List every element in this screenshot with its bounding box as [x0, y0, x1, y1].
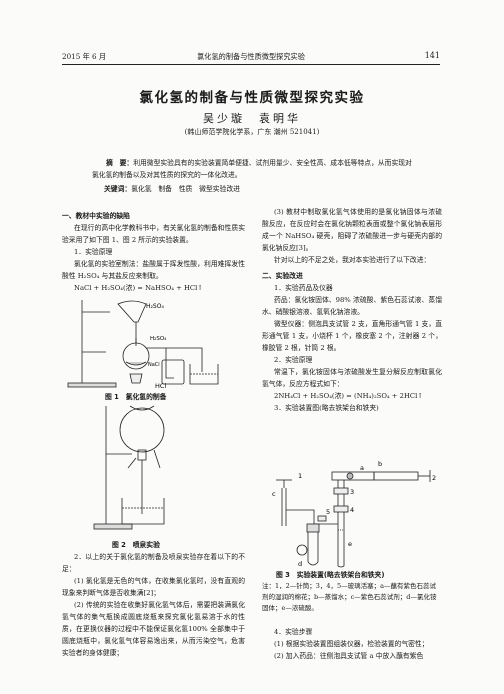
- figure-3-label-3: 3: [350, 488, 354, 496]
- header-date: 2015 年 6 月: [62, 52, 107, 61]
- deficiency-1: (1) 氯化氢是无色的气体，在收集氯化氢时，没有直观的现象来判断气体是否收集满[…: [62, 577, 245, 597]
- author-affiliation: (韩山师范学院化学系，广东 潮州 521041): [184, 128, 320, 136]
- left-column-top: 一、教材中实验的缺陷 在现行的高中化学教科书中，有关氯化氢的制备和性质实验采用了…: [62, 206, 245, 294]
- figure-1-caption: 图 1 氯化氢的制备: [105, 393, 167, 401]
- deficiency-2: (2) 传统的实验在收集好氯化氢气体后，需要把装满氯化氢气体的集气瓶换成圆底烧瓶…: [62, 601, 245, 657]
- left-column-bottom: 2．以上的关于氯化氢的制备及喷泉实验存在着以下的不足： (1) 氯化氢是无色的气…: [62, 551, 245, 659]
- instrument-list: 微型仪器：侧泡具支试管 2 支，直角形通气管 1 支，直形通气管 1 支，小烧杯…: [262, 320, 442, 352]
- figure-3-label-5: 5: [326, 508, 330, 516]
- step-1: (1) 根据实验装置图组装仪器，检验装置的气密性；: [274, 640, 429, 648]
- deficiency-3: (3) 教材中制取氯化氢气体使用的是氯化钠固体与浓硫酸反应，在反应时会在氯化钠颗…: [262, 208, 442, 252]
- page-number: 141: [424, 51, 440, 60]
- figure-1-label-acid-2: H₂SO₄: [150, 336, 167, 342]
- figure-3-note: 注：1，2—针筒；3，4，5—玻璃活塞；a—蘸有紫色石蕊试剂的湿润的棉花；b—蒸…: [262, 582, 437, 612]
- principle-text: 常温下，氯化铵固体与浓硫酸发生复分解反应制取氯化氢气体，反应方程式如下：: [262, 368, 442, 388]
- subsection-2-2: 2．实验原理: [274, 356, 313, 364]
- figure-1-apparatus: H₂SO₄ H₂SO₄ NaCl HCl: [67, 300, 219, 390]
- subsection-2-4: 4．实验步骤: [274, 628, 313, 636]
- abstract-text: 利用微型实验具有的实验装置简单便捷、试剂用量少、安全性高、成本低等特点，从而实现…: [92, 159, 412, 179]
- right-column-bottom: 4．实验步骤 (1) 根据实验装置图组装仪器，检验装置的气密性； (2) 加入药…: [262, 626, 442, 662]
- keywords-label: 关键词：: [104, 185, 132, 193]
- figure-3-apparatus: 1 2 3 4 5 a b c d e: [272, 460, 436, 568]
- figure-3-label-b: b: [378, 460, 382, 468]
- subsection-1-1-text: 氯化氢的实验室制法：盐酸属于挥发性酸，利用难挥发性酸性 H₂SO₄ 与其盐反应来…: [62, 260, 245, 280]
- subsection-2-3: 3．实验装置图(略去铁架台和铁夹): [274, 404, 379, 412]
- header-title: 氯化氢的制备与性质微型探究实验: [197, 52, 305, 61]
- figure-3-label-1: 1: [298, 472, 302, 480]
- figure-2-caption: 图 2 喷泉实验: [112, 541, 160, 549]
- section-1-intro: 在现行的高中化学教科书中，有关氯化氢的制备和性质实验采用了如下图 1、图 2 所…: [62, 224, 245, 244]
- article-authors: 吴少璇 袁明华: [203, 112, 301, 125]
- figure-1-label-acid: H₂SO₄: [146, 303, 164, 310]
- figure-3-label-a: a: [360, 464, 364, 472]
- step-2: (2) 加入药品：往侧泡具支试管 a 中放入蘸有紫色: [274, 652, 424, 660]
- figure-1-label-salt: NaCl: [148, 362, 160, 368]
- subsection-1-1: 1．实验原理: [74, 248, 113, 256]
- figure-3-label-d: d: [298, 560, 302, 568]
- equation-2: 2NH₄Cl + H₂SO₄(浓) = (NH₄)₂SO₄ + 2HCl↑: [274, 392, 423, 400]
- running-header: 2015 年 6 月 氯化氢的制备与性质微型探究实验 141: [62, 50, 440, 64]
- drugs-list: 药品：氯化铵固体、98% 浓硫酸、紫色石蕊试液、蒸馏水、硝酸银溶液、氢氧化钠溶液…: [262, 296, 442, 316]
- figure-3-caption: 图 3 实验装置(略去铁架台和铁夹): [276, 571, 385, 579]
- section-2-heading: 二、实验改进: [262, 272, 303, 280]
- figure-3-label-c: c: [272, 490, 276, 498]
- figure-3-label-e: e: [348, 540, 352, 548]
- figure-2-fountain: [93, 405, 165, 530]
- header-rule: [62, 64, 440, 65]
- abstract-label: 摘 要：: [106, 159, 134, 167]
- figure-1-label-gas: HCl: [155, 382, 166, 390]
- improvement-intro: 针对以上的不足之处，我对本实验进行了以下改进：: [274, 256, 431, 264]
- right-column-top: (3) 教材中制取氯化氢气体使用的是氯化钠固体与浓硫酸反应，在反应时会在氯化钠颗…: [262, 206, 442, 414]
- figure-3-label-4: 4: [350, 506, 354, 514]
- article-title: 氯化氢的制备与性质微型探究实验: [139, 90, 365, 106]
- subsection-2-1: 1．实验药品及仪器: [274, 284, 333, 292]
- deficiencies-intro: 2．以上的关于氯化氢的制备及喷泉实验存在着以下的不足：: [62, 553, 245, 573]
- keywords: 关键词：氯化氢 制备 性质 微型实验改进: [104, 183, 240, 193]
- abstract: 摘 要：利用微型实验具有的实验装置简单便捷、试剂用量少、安全性高、成本低等特点，…: [92, 158, 412, 181]
- equation-1: NaCl + H₂SO₄(浓) = NaHSO₄ + HCl↑: [74, 284, 204, 292]
- figure-3-label-2: 2: [432, 474, 436, 482]
- keywords-text: 氯化氢 制备 性质 微型实验改进: [131, 185, 240, 193]
- section-1-heading: 一、教材中实验的缺陷: [62, 212, 130, 220]
